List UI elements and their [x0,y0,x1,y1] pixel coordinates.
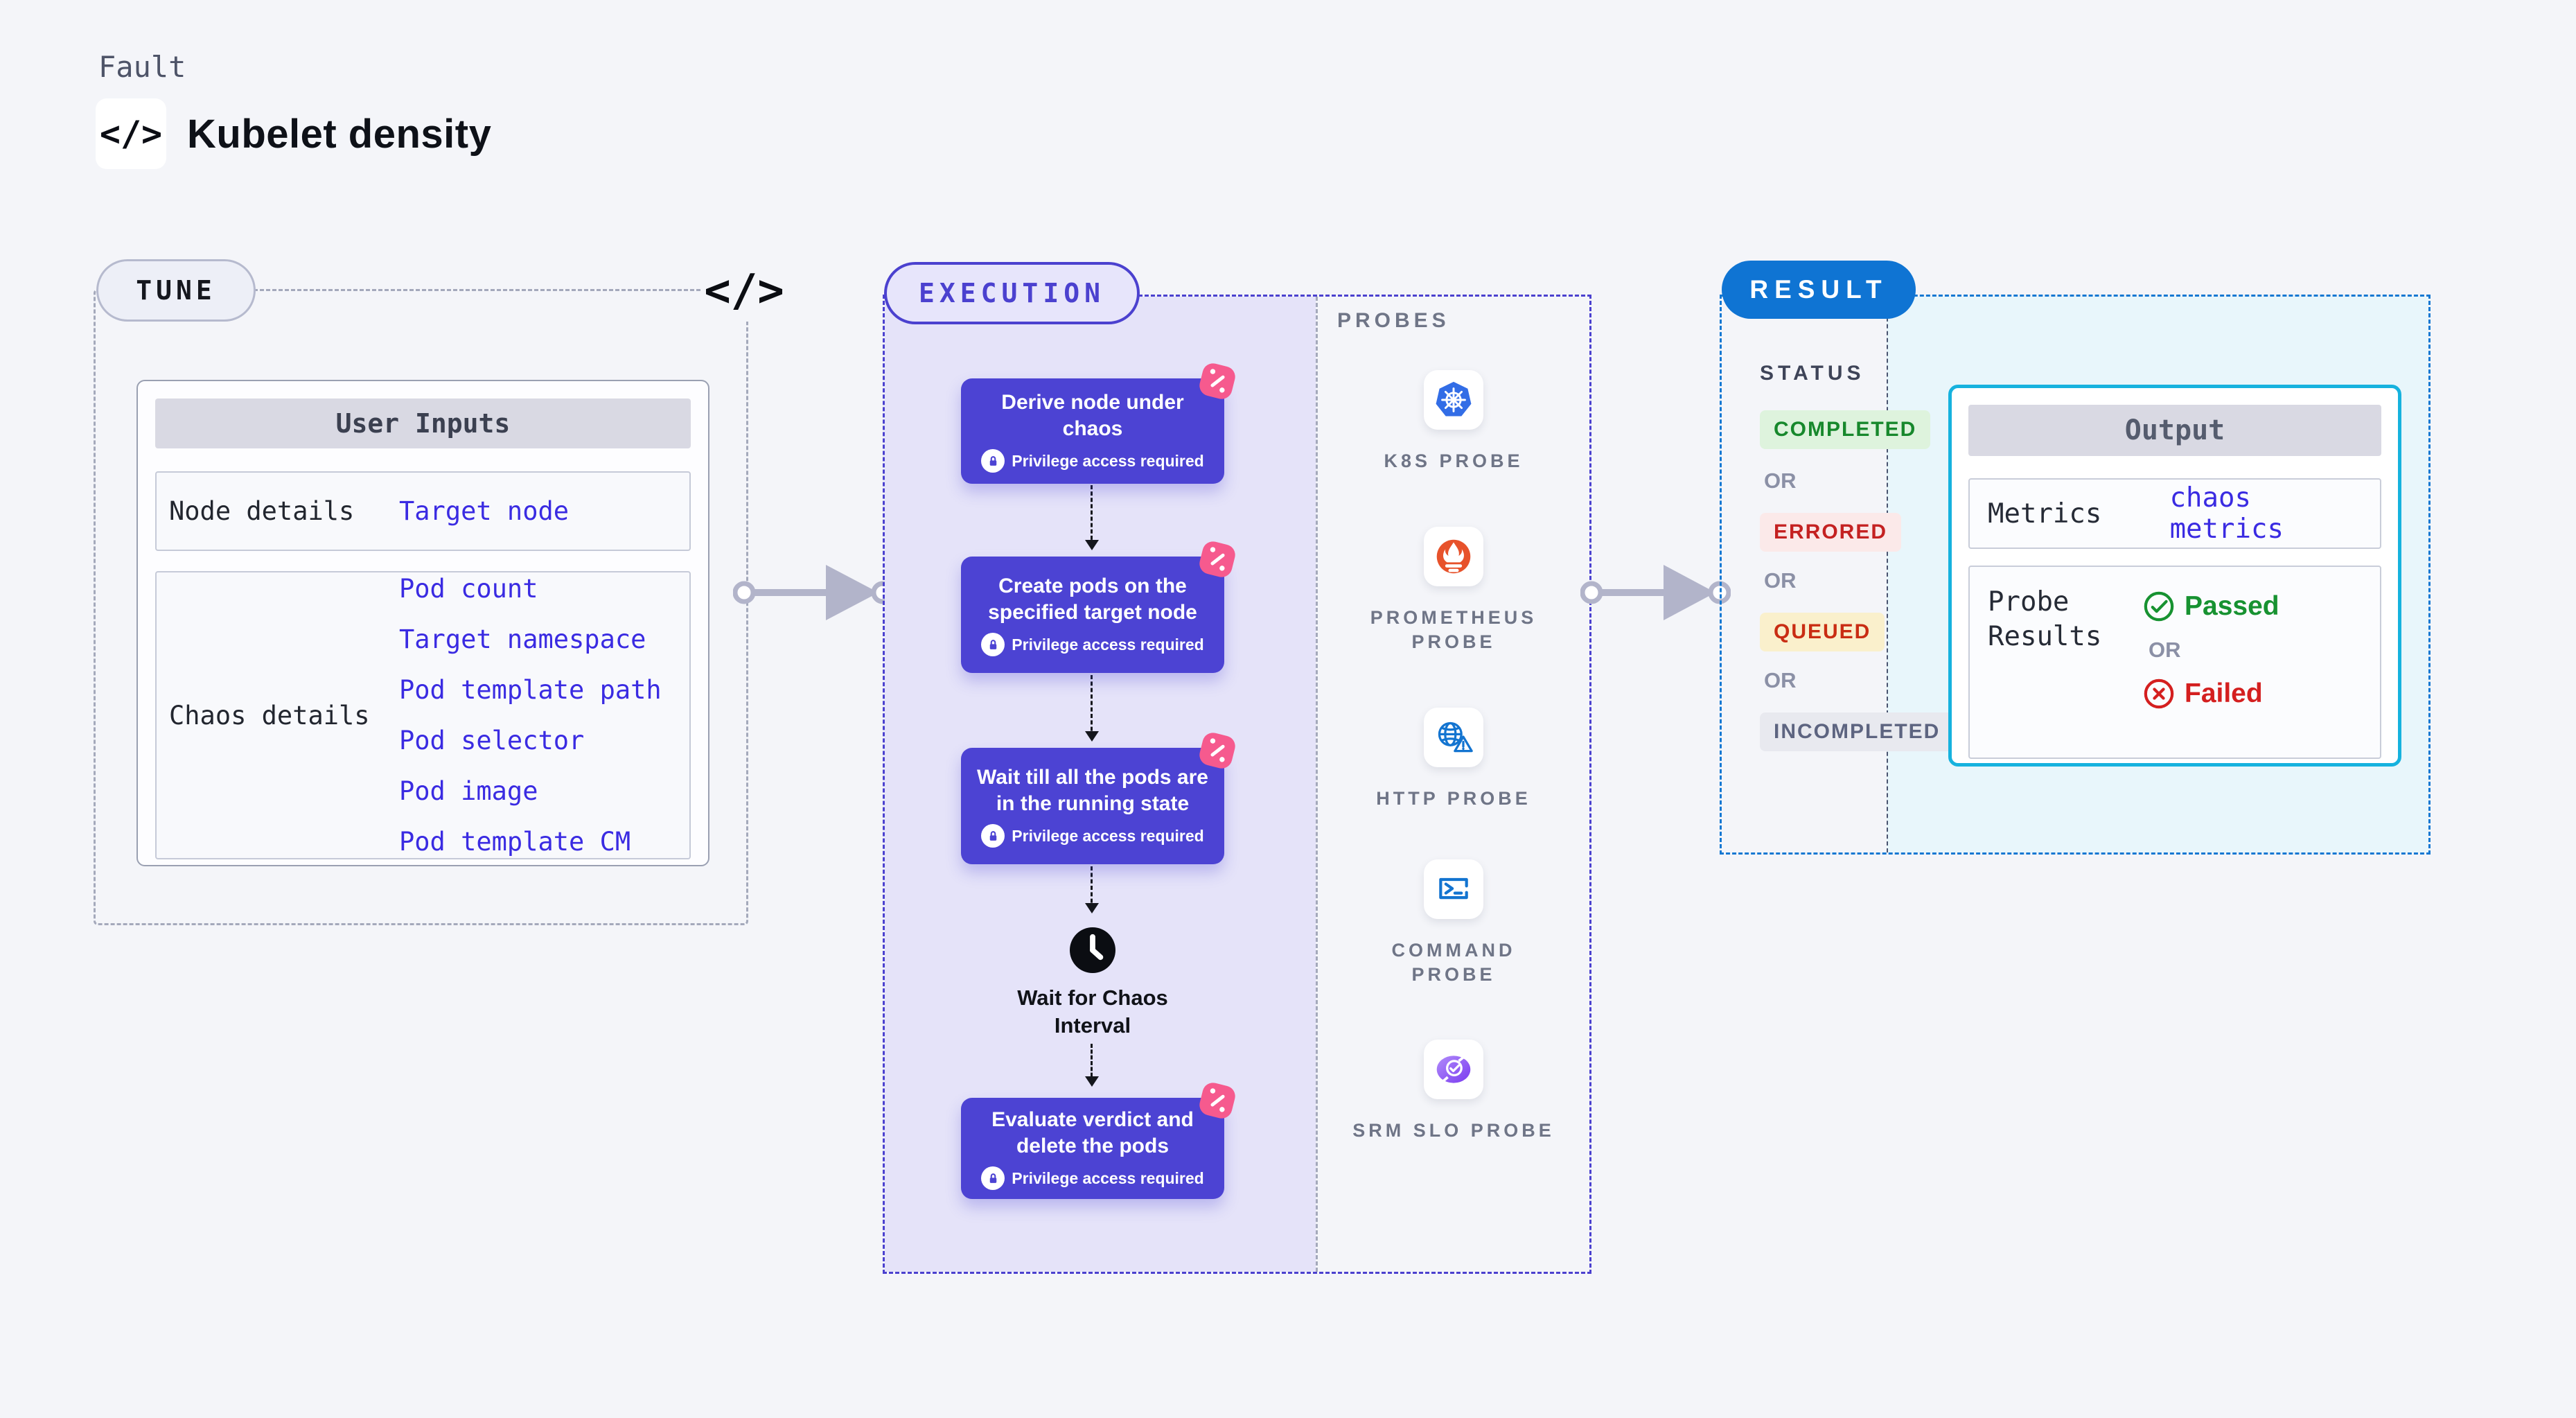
failed-verdict: Failed [2143,678,2279,710]
chaos-experiment-icon [1199,541,1235,577]
probe-label: COMMAND PROBE [1391,940,1516,985]
execution-label-pill: EXECUTION [884,262,1140,324]
row-label: Chaos details [169,700,370,730]
step-title: Evaluate verdict and delete the pods [991,1108,1194,1157]
tune-label-pill: TUNE [96,259,256,322]
step-connector [1085,485,1099,550]
step-evaluate-verdict: Evaluate verdict and delete the pods Pri… [961,1083,1235,1199]
link-pod-count[interactable]: Pod count [399,574,538,604]
flow-arrow-tune-to-execution [733,565,894,620]
step-connector [1085,1044,1099,1087]
privilege-badge: Privilege access required [981,824,1204,848]
link-target-node[interactable]: Target node [399,496,570,526]
passed-verdict: Passed [2143,590,2279,622]
command-probe-icon [1424,859,1483,919]
or-label: OR [1764,568,1797,593]
privilege-badge: Privilege access required [981,633,1204,656]
link-target-namespace[interactable]: Target namespace [399,624,646,654]
status-badge-queued: QUEUED [1760,613,1885,651]
clock-icon [1070,927,1115,973]
code-icon-small: </> [701,261,787,322]
step-title: Derive node under chaos [1001,391,1184,440]
probe-results-label: Probe Results [1988,586,2102,652]
output-header: Output [1968,405,2381,456]
lock-icon [981,449,1005,473]
privilege-badge: Privilege access required [981,1166,1204,1190]
check-circle-icon [2144,591,2174,622]
or-label: OR [2149,638,2181,662]
k8s-probe-icon [1424,370,1483,430]
lock-icon [981,1166,1005,1190]
x-circle-icon [2144,679,2174,709]
privilege-badge-text: Privilege access required [1012,826,1204,845]
step-derive-node: Derive node under chaos Privilege access… [961,363,1235,484]
srm-slo-probe-icon [1424,1040,1483,1099]
step-create-pods: Create pods on the specified target node… [961,541,1235,673]
verdicts: Passed OR Failed [2143,590,2279,710]
probe-results-row: Probe Results Passed OR Failed [1968,566,2381,759]
page-title: Kubelet density [187,111,492,157]
page-header: </> Kubelet density [96,98,491,169]
metrics-label: Metrics [1988,498,2102,529]
step-title: Create pods on the specified target node [988,575,1197,624]
table-row-node-details: Node details Target node [155,471,691,551]
table-row-chaos-details: Chaos details Pod count Target namespace… [155,571,691,859]
metrics-row: Metrics chaos metrics [1968,478,2381,549]
probe-label: K8S PROBE [1384,450,1524,471]
step-title: Wait till all the pods are in the runnin… [977,766,1208,815]
probes-divider [1316,297,1318,1272]
passed-label: Passed [2185,591,2279,621]
status-badge-completed: COMPLETED [1760,410,1931,449]
chaos-experiment-icon [1199,733,1235,769]
row-label: Node details [169,496,355,526]
user-inputs-table: User Inputs Node details Target node Cha… [136,380,709,866]
or-label: OR [1764,668,1797,692]
user-inputs-header: User Inputs [155,399,691,448]
step-connector [1085,675,1099,742]
http-probe-icon [1424,708,1483,767]
chaos-experiment-icon [1199,363,1235,399]
output-table: Output Metrics chaos metrics Probe Resul… [1948,385,2401,767]
prometheus-probe-icon [1424,527,1483,586]
step-connector [1085,866,1099,913]
link-pod-template-cm[interactable]: Pod template CM [399,827,631,857]
lock-icon [981,633,1005,656]
wait-for-chaos-interval-label: Wait for Chaos Interval [1017,986,1168,1038]
privilege-badge: Privilege access required [981,449,1204,473]
lock-icon [981,824,1005,848]
privilege-badge-text: Privilege access required [1012,451,1204,470]
probe-label: PROMETHEUS PROBE [1370,607,1537,652]
privilege-badge-text: Privilege access required [1012,1168,1204,1187]
privilege-badge-text: Privilege access required [1012,635,1204,654]
status-heading: STATUS [1760,362,1865,385]
link-pod-template-path[interactable]: Pod template path [399,675,662,705]
link-pod-image[interactable]: Pod image [399,776,538,806]
code-glyph: </> [99,114,163,154]
tune-section-box [94,289,748,925]
row-links: Target node [399,496,569,526]
result-label-pill: RESULT [1722,261,1916,319]
status-badge-incompleted: INCOMPLETED [1760,712,1955,751]
step-wait-pods-running: Wait till all the pods are in the runnin… [961,733,1235,864]
probes-heading: PROBES [1337,309,1450,332]
code-icon: </> [96,98,166,169]
flow-arrow-probes-to-result [1580,565,1731,620]
chaos-metrics-link[interactable]: chaos metrics [2169,482,2284,545]
link-pod-selector[interactable]: Pod selector [399,726,585,755]
failed-label: Failed [2185,679,2263,708]
or-label: OR [1764,469,1797,493]
chaos-experiment-icon [1199,1083,1235,1119]
probe-label: SRM SLO PROBE [1352,1120,1555,1141]
row-links: Pod count Target namespace Pod template … [399,574,662,857]
fault-kicker: Fault [98,50,186,84]
probe-label: HTTP PROBE [1376,788,1531,809]
status-badge-errored: ERRORED [1760,513,1902,552]
result-divider [1887,297,1888,852]
